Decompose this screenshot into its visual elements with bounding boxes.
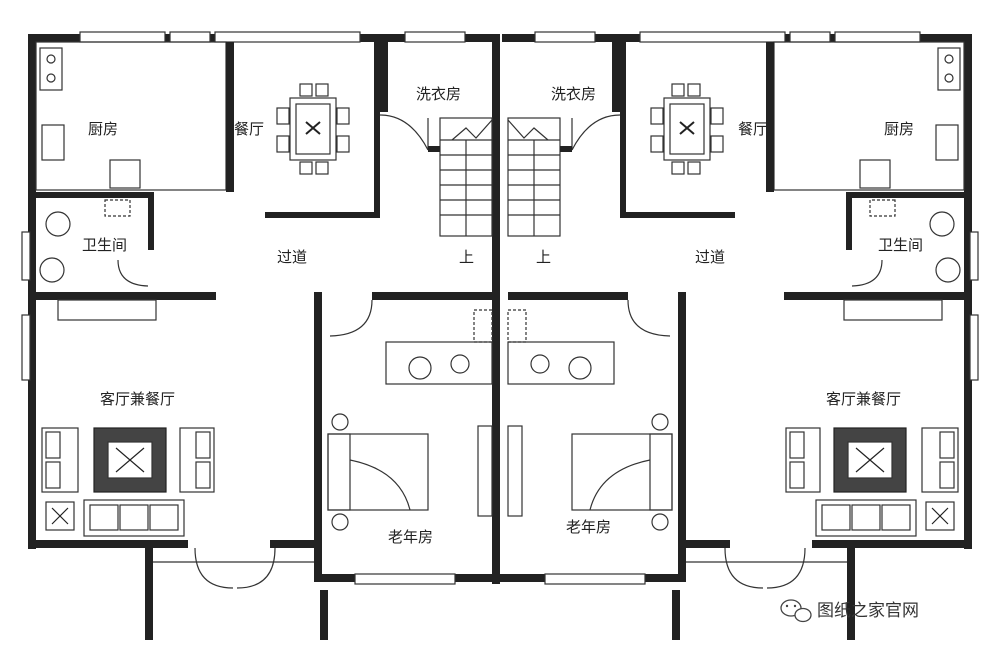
label-elder-right: 老年房	[566, 518, 611, 536]
outer-wall	[28, 34, 36, 549]
kitchen-left-room	[35, 41, 227, 191]
window	[79, 31, 166, 43]
window	[214, 31, 361, 43]
door-swing	[236, 547, 276, 589]
door-swing	[329, 299, 373, 337]
label-elder-left: 老年房	[388, 528, 433, 546]
wall	[36, 192, 148, 198]
wall	[372, 292, 492, 300]
wechat-icon	[780, 599, 812, 623]
staircase	[439, 117, 493, 237]
tv-cabinet	[57, 299, 157, 321]
bed-icon	[327, 413, 429, 531]
shower-icon	[104, 199, 131, 217]
right-unit	[500, 31, 979, 640]
wall	[226, 42, 234, 192]
wall	[145, 548, 153, 640]
watermark-text: 图纸之家官网	[817, 601, 919, 621]
label-laundry-right: 洗衣房	[551, 85, 596, 103]
label-stair-right: 上	[536, 248, 551, 266]
sofa-set	[41, 427, 215, 537]
wall	[314, 292, 322, 582]
window	[404, 31, 466, 43]
wall	[380, 42, 388, 112]
label-corridor-left: 过道	[277, 248, 307, 266]
label-bathroom-left: 卫生间	[82, 236, 127, 254]
window	[354, 573, 456, 585]
window	[21, 314, 31, 381]
toilet-icon	[45, 211, 71, 237]
label-kitchen-right: 厨房	[884, 120, 914, 138]
wall	[148, 192, 154, 250]
dining-table-icon	[276, 83, 350, 175]
watermark: 图纸之家官网	[780, 599, 919, 623]
burner-icon	[46, 54, 56, 64]
stove	[39, 47, 63, 91]
plant-icon	[45, 501, 75, 531]
label-dining-right: 餐厅	[738, 120, 768, 138]
label-kitchen-left: 厨房	[88, 120, 118, 138]
toilet-icon	[450, 354, 470, 374]
label-corridor-right: 过道	[695, 248, 725, 266]
door-swing	[117, 259, 149, 287]
label-dining-left: 餐厅	[234, 120, 264, 138]
window	[21, 231, 31, 281]
door-swing	[379, 114, 429, 151]
washbasin-icon	[39, 257, 65, 283]
wardrobe	[477, 425, 493, 517]
window	[169, 31, 211, 43]
burner-icon	[46, 73, 56, 83]
wall	[320, 590, 328, 640]
left-unit	[21, 31, 500, 640]
label-bathroom-right: 卫生间	[878, 236, 923, 254]
door-swing	[194, 547, 234, 589]
label-living-right: 客厅兼餐厅	[826, 390, 901, 408]
sink-icon	[41, 124, 65, 161]
label-living-left: 客厅兼餐厅	[100, 390, 175, 408]
fridge	[109, 159, 141, 189]
label-laundry-left: 洗衣房	[416, 85, 461, 103]
party-wall	[492, 34, 500, 584]
wall	[265, 212, 380, 218]
wall	[374, 42, 380, 218]
wall	[28, 540, 188, 548]
label-stair-left: 上	[459, 248, 474, 266]
bathroom-block	[385, 341, 493, 385]
washbasin-icon	[408, 356, 432, 380]
wall	[36, 292, 216, 300]
